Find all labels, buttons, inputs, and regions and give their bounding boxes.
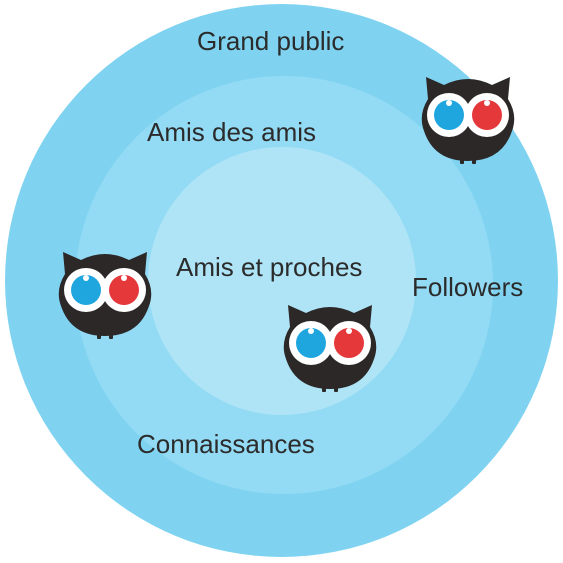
owl-foot [460,158,464,164]
owl-foot [322,386,326,392]
owl-left-eye [296,328,326,358]
owl-eye-highlight [83,275,89,281]
owl-eye-highlight [308,328,314,334]
owl-eye-highlight [346,328,352,334]
owl-icon [418,65,518,165]
owl-left-eye [71,275,101,305]
label-connaissances: Connaissances [137,429,315,459]
owl-foot [109,333,113,339]
owl-icon [55,240,155,340]
owl-foot [472,158,476,164]
owl-left-eye [434,100,464,130]
owl-right-eye [109,275,139,305]
owl-foot [334,386,338,392]
owl-right-eye [472,100,502,130]
label-grand-public: Grand public [197,26,345,56]
owl-eye-highlight [446,100,452,106]
label-amis-des-amis: Amis des amis [147,117,317,147]
owl-foot [97,333,101,339]
ring-amis-et-proches [148,147,416,415]
owl-eye-highlight [121,275,127,281]
owl-eye-highlight [484,100,490,106]
owl-right-eye [334,328,364,358]
label-followers: Followers [412,272,524,302]
label-amis-et-proches: Amis et proches [176,252,363,282]
owl-icon [280,293,380,393]
